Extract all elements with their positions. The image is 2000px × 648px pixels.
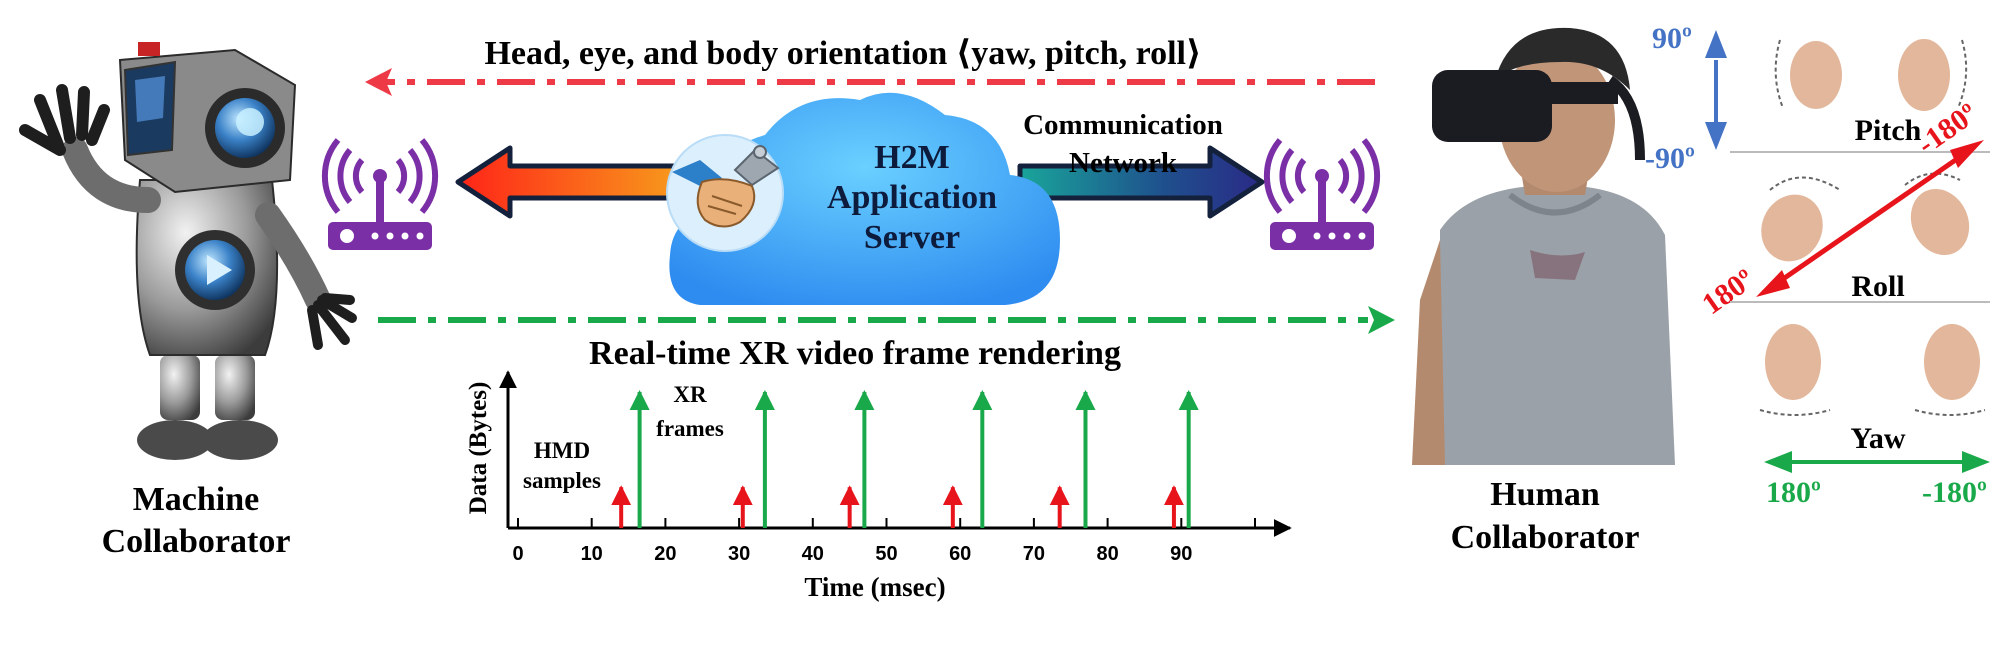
chart-bars bbox=[611, 390, 1199, 528]
orientation-panel: 90º -90º Pitch 180º -180º Roll Yaw 180º … bbox=[1645, 22, 1990, 509]
xr-timing-chart: 0 10 20 30 40 50 60 70 80 90 Time (msec) Data (By… bbox=[465, 370, 1292, 602]
chart-x-tick-label: 50 bbox=[875, 543, 897, 565]
bottom-arrow-head bbox=[1368, 306, 1395, 334]
chart-x-label: Time (msec) bbox=[804, 572, 945, 602]
wifi-router-icon bbox=[321, 138, 439, 250]
xr-annotation-line2: frames bbox=[656, 416, 724, 441]
human-vr-illustration bbox=[1412, 27, 1675, 465]
hmd-annotation-line1: HMD bbox=[534, 438, 590, 463]
chart-x-tick-label: 70 bbox=[1023, 543, 1045, 565]
machine-label-line1: Machine bbox=[133, 481, 260, 518]
head-yaw-right-icon bbox=[1924, 324, 1980, 400]
bottom-rendering-arrow: Real-time XR video frame rendering bbox=[378, 306, 1395, 372]
robot-foot-right bbox=[202, 420, 278, 460]
uplink-arrow-left bbox=[455, 145, 698, 219]
top-arrow-head bbox=[365, 68, 392, 96]
human-label-line1: Human bbox=[1490, 476, 1600, 513]
chart-x-tick-label: 30 bbox=[728, 543, 750, 565]
router-left-base bbox=[328, 222, 432, 250]
head-pitch-up-icon bbox=[1790, 41, 1842, 109]
network-label-line2: Network bbox=[1069, 147, 1178, 179]
head-pitch-down-icon bbox=[1898, 39, 1950, 111]
human-hair bbox=[1495, 27, 1630, 90]
chart-x-tick-label: 60 bbox=[949, 543, 971, 565]
robot-illustration bbox=[19, 42, 357, 460]
roll-left-label: 180º bbox=[1696, 263, 1760, 322]
yaw-left-label: 180º bbox=[1766, 476, 1821, 509]
chart-x-tick-label: 90 bbox=[1170, 543, 1192, 565]
vr-headset-icon bbox=[1432, 70, 1552, 142]
roll-axis-arrow bbox=[1768, 147, 1972, 291]
robot-hand-right bbox=[307, 293, 357, 350]
pitch-max-label: 90º bbox=[1652, 22, 1692, 55]
yaw-right-label: -180º bbox=[1922, 476, 1987, 509]
yaw-label: Yaw bbox=[1850, 422, 1905, 455]
human-arm bbox=[1412, 240, 1445, 465]
chart-x-tick-label: 0 bbox=[512, 543, 523, 565]
top-arrow-label: Head, eye, and body orientation ⟨yaw, pi… bbox=[484, 35, 1201, 72]
chart-x-tick-label: 20 bbox=[654, 543, 676, 565]
roll-label: Roll bbox=[1851, 270, 1904, 303]
chart-y-label: Data (Bytes) bbox=[465, 382, 492, 515]
wifi-router-icon bbox=[1263, 138, 1381, 250]
cloud-shape bbox=[669, 92, 1060, 306]
handshake-icon bbox=[672, 145, 780, 228]
robot-antenna-light bbox=[138, 42, 160, 56]
pitch-min-label: -90º bbox=[1645, 142, 1695, 175]
top-orientation-arrow: Head, eye, and body orientation ⟨yaw, pi… bbox=[365, 35, 1375, 96]
robot-arm-left bbox=[62, 137, 161, 213]
head-roll-left-icon bbox=[1761, 194, 1823, 262]
robot-foot-left bbox=[137, 420, 213, 460]
server-label-line3: Server bbox=[864, 219, 960, 256]
chart-x-tick-label: 10 bbox=[581, 543, 603, 565]
pitch-label: Pitch bbox=[1855, 114, 1922, 147]
robot-leg-left bbox=[160, 355, 200, 420]
robot-leg-right bbox=[215, 355, 255, 420]
robot-hand-left bbox=[19, 84, 110, 156]
server-label-line2: Application bbox=[827, 179, 997, 216]
chart-x-ticks: 0 10 20 30 40 50 60 70 80 90 bbox=[512, 518, 1256, 565]
robot-play-icon bbox=[207, 255, 232, 285]
chart-x-tick-label: 80 bbox=[1096, 543, 1118, 565]
head-roll-right-icon bbox=[1910, 188, 1970, 256]
bottom-arrow-label: Real-time XR video frame rendering bbox=[589, 335, 1121, 372]
cloud-server: H2M Application Server bbox=[666, 92, 1060, 306]
hmd-annotation-line2: samples bbox=[523, 468, 601, 493]
head-yaw-left-icon bbox=[1765, 324, 1821, 400]
xr-annotation-line1: XR bbox=[673, 382, 707, 407]
chart-x-tick-label: 40 bbox=[802, 543, 824, 565]
machine-label-line2: Collaborator bbox=[102, 523, 291, 560]
robot-arm-right bbox=[255, 202, 331, 313]
network-label-line1: Communication bbox=[1023, 109, 1223, 141]
human-label-line2: Collaborator bbox=[1451, 519, 1640, 556]
server-label-line1: H2M bbox=[874, 139, 950, 176]
router-right-base bbox=[1270, 222, 1374, 250]
human-shirt bbox=[1440, 185, 1675, 465]
